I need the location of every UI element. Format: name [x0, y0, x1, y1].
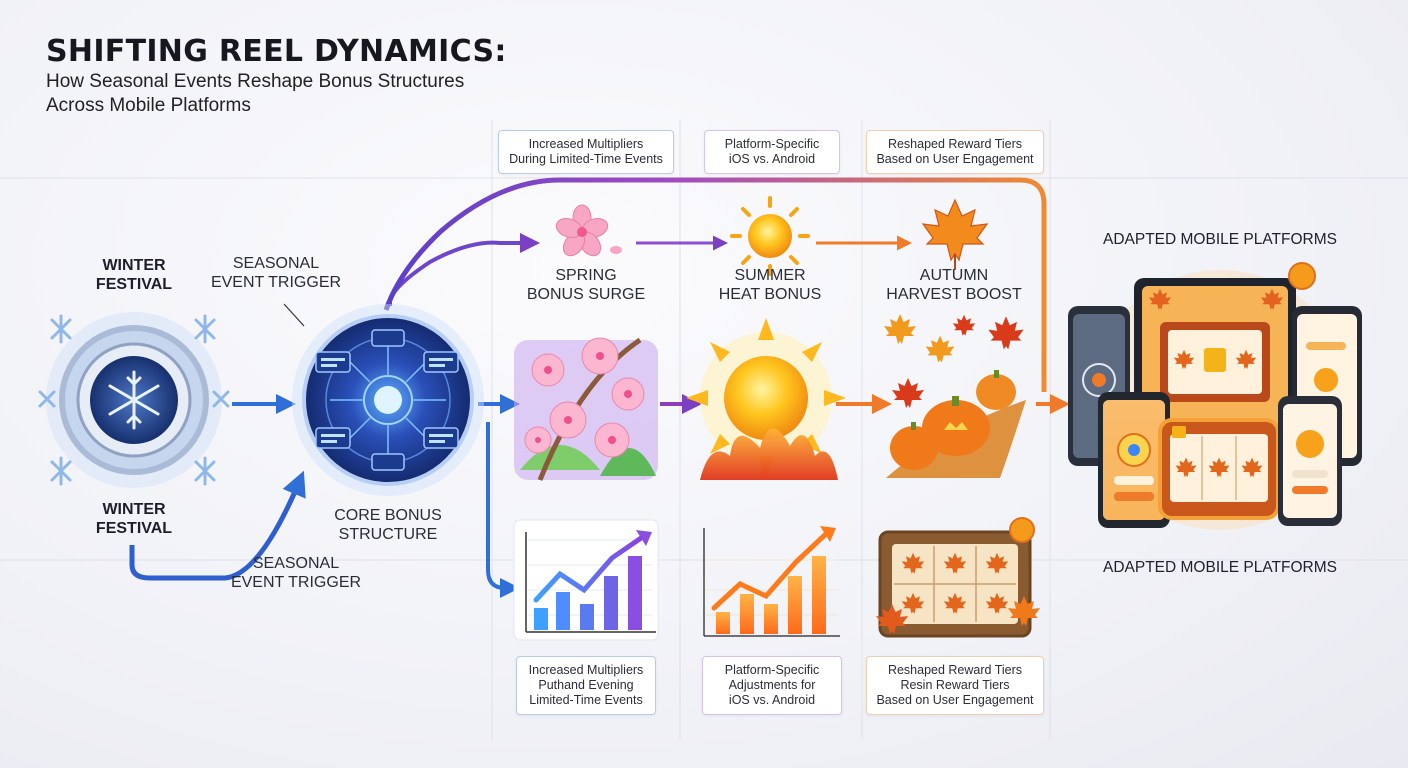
trigger-bottom-line2: EVENT TRIGGER [230, 574, 362, 591]
core-bonus-icon [292, 304, 484, 496]
autumn-label-line2: HARVEST BOOST [886, 286, 1022, 303]
note-top-3-line1: Reshaped Reward Tiers [887, 137, 1023, 151]
note-bottom-multipliers: Increased Multipliers Puthand Evening Li… [516, 656, 656, 715]
cherry-blossom-icon [555, 204, 622, 257]
core-label-line1: CORE BONUS [334, 507, 442, 524]
note-top-reward-tiers: Reshaped Reward Tiers Based on User Enga… [866, 130, 1044, 174]
note-top-1-line2: During Limited-Time Events [509, 152, 663, 166]
arrow-core-to-charts [486, 422, 520, 598]
note-bottom-1-line3: Limited-Time Events [529, 693, 643, 707]
slot-machine-autumn [876, 517, 1040, 638]
subtitle-line-2: Across Mobile Platforms [46, 95, 251, 116]
core-label-line2: STRUCTURE [338, 526, 438, 543]
maple-leaf-icon [921, 198, 989, 270]
trigger-top-line2: EVENT TRIGGER [210, 274, 342, 291]
arrow-core-to-spring-top [388, 233, 540, 306]
page-title: SHIFTING REEL DYNAMICS: [46, 34, 507, 69]
spring-blossom-art [514, 337, 658, 481]
summer-label-line2: HEAT BONUS [718, 286, 822, 303]
platforms-label-bottom: ADAPTED MOBILE PLATFORMS [1103, 559, 1337, 576]
arrow-top-arc [383, 177, 1047, 392]
spring-label-line2: BONUS SURGE [526, 286, 646, 303]
autumn-bonus-label: AUTUMN HARVEST BOOST [884, 266, 1024, 304]
winter-label-top-line2: FESTIVAL [95, 276, 173, 293]
trigger-top-line1: SEASONAL [232, 255, 320, 272]
summer-label-line1: SUMMER [734, 267, 806, 284]
note-bottom-2-line2: Adjustments for [728, 678, 816, 692]
seasonal-trigger-label-bottom: SEASONAL EVENT TRIGGER [226, 554, 366, 592]
mobile-devices-cluster [1068, 262, 1362, 530]
spring-label-line1: SPRING [555, 267, 617, 284]
note-bottom-3-line2: Resin Reward Tiers [900, 678, 1010, 692]
growth-chart-blue [513, 519, 659, 641]
seasonal-trigger-label-top: SEASONAL EVENT TRIGGER [206, 254, 346, 292]
subtitle-line-1: How Seasonal Events Reshape Bonus Struct… [46, 71, 465, 92]
spring-bonus-label: SPRING BONUS SURGE [516, 266, 656, 304]
winter-label-bottom-line2: FESTIVAL [95, 520, 173, 537]
note-bottom-1-line2: Puthand Evening [538, 678, 634, 692]
winter-festival-label-bottom: WINTER FESTIVAL [74, 500, 194, 538]
callout-tick [283, 303, 305, 327]
note-bottom-reward-tiers: Reshaped Reward Tiers Resin Reward Tiers… [866, 656, 1044, 715]
platforms-label-top: ADAPTED MOBILE PLATFORMS [1103, 231, 1337, 248]
growth-chart-orange [703, 526, 840, 637]
summer-sun-art [686, 318, 846, 480]
note-top-multipliers: Increased Multipliers During Limited-Tim… [498, 130, 674, 174]
snowflake-icon [108, 370, 160, 430]
autumn-label-line1: AUTUMN [919, 267, 989, 284]
note-top-2-line2: iOS vs. Android [728, 152, 816, 166]
note-bottom-3-line3: Based on User Engagement [876, 693, 1034, 707]
note-top-1-line1: Increased Multipliers [528, 137, 644, 151]
winter-festival-badge [38, 312, 230, 488]
winter-festival-label-top: WINTER FESTIVAL [74, 256, 194, 294]
note-top-3-line2: Based on User Engagement [876, 152, 1034, 166]
note-bottom-1-line1: Increased Multipliers [528, 663, 644, 677]
arrow-winter-loop [129, 470, 306, 581]
winter-label-top-line1: WINTER [102, 257, 166, 274]
sun-icon [730, 196, 810, 276]
winter-label-bottom-line1: WINTER [102, 501, 166, 518]
trigger-bottom-line1: SEASONAL [252, 555, 340, 572]
note-top-2-line1: Platform-Specific [724, 137, 820, 151]
note-top-platform: Platform-Specific iOS vs. Android [704, 130, 840, 174]
note-bottom-platform: Platform-Specific Adjustments for iOS vs… [702, 656, 842, 715]
page-subtitle: How Seasonal Events Reshape Bonus Struct… [46, 70, 566, 118]
note-bottom-3-line1: Reshaped Reward Tiers [887, 663, 1023, 677]
core-bonus-label: CORE BONUS STRUCTURE [318, 506, 458, 544]
summer-bonus-label: SUMMER HEAT BONUS [700, 266, 840, 304]
note-bottom-2-line1: Platform-Specific [724, 663, 820, 677]
autumn-harvest-art [884, 314, 1026, 478]
note-bottom-2-line3: iOS vs. Android [728, 693, 816, 707]
